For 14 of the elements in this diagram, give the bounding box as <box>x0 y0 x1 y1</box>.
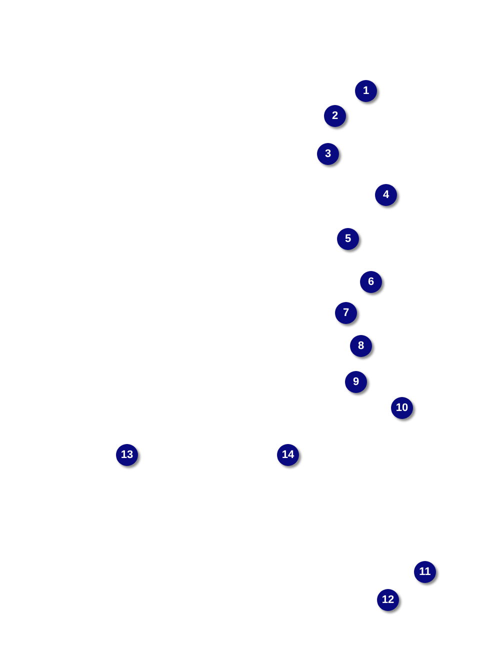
callout-number: 9 <box>345 371 367 393</box>
callout-number: 7 <box>335 302 357 324</box>
callout-number: 5 <box>337 228 359 250</box>
callout-number: 4 <box>375 184 397 206</box>
callout-number: 13 <box>116 444 138 466</box>
callout-number: 10 <box>391 397 413 419</box>
callout-number: 1 <box>355 80 377 102</box>
callout-number: 2 <box>324 105 346 127</box>
callout-number: 3 <box>317 143 339 165</box>
callout-number: 11 <box>414 561 436 583</box>
callout-number: 8 <box>350 335 372 357</box>
callout-number: 14 <box>277 444 299 466</box>
callout-number: 6 <box>360 271 382 293</box>
callout-number: 12 <box>377 589 399 611</box>
